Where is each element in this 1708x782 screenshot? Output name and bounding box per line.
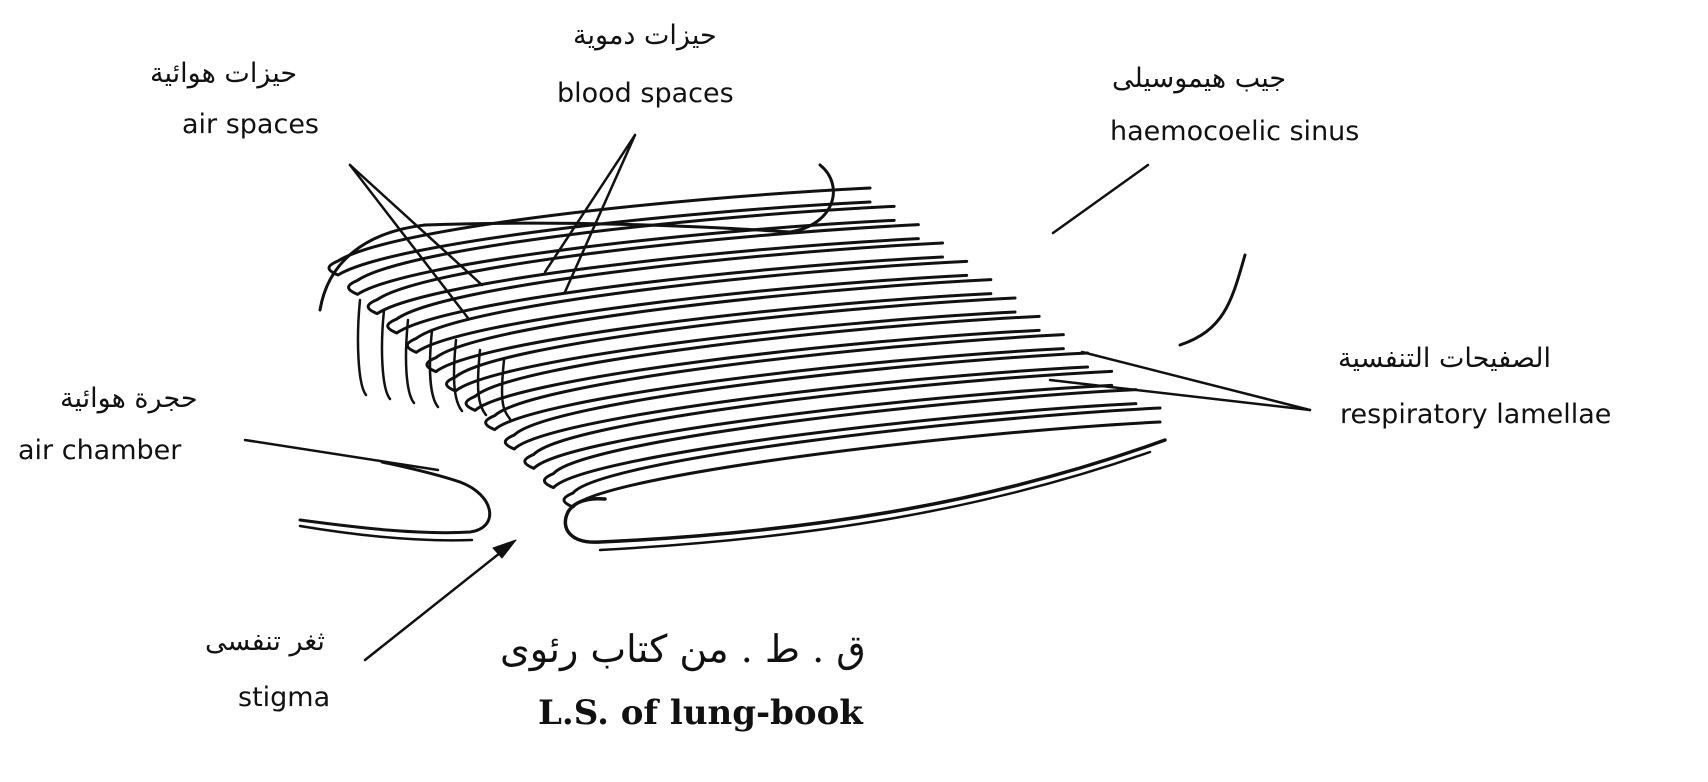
haemocoelic-sinus-label-ar: جيب هيموسيلى: [1112, 65, 1286, 92]
caption-arabic: ق . ط . من كتاب رئوى: [500, 630, 866, 668]
stigma-label-ar: ثغر تنفسى: [205, 628, 325, 655]
respiratory-lamellae-drawing: [329, 188, 1160, 507]
sinus-wall-right: [1180, 255, 1245, 345]
lamella-fold: [358, 300, 366, 395]
air-chamber-lower-lip: [300, 462, 490, 533]
respiratory-lamellae-label-ar: الصفيحات التنفسية: [1338, 345, 1551, 372]
sinus-leader: [1053, 165, 1148, 233]
haemocoelic-sinus-label: haemocoelic sinus: [1110, 118, 1359, 145]
lamellae-leader-1: [1082, 352, 1310, 410]
lamella-fold: [406, 320, 414, 403]
air-chamber-label: air chamber: [18, 437, 181, 464]
air-chamber-label-ar: حجرة هوائية: [60, 385, 198, 412]
air-spaces-label: air spaces: [182, 111, 319, 138]
blood-spaces-label-ar: حيزات دموية: [573, 22, 717, 49]
stigma-floor-lip: [565, 440, 1165, 542]
blood-spaces-leader-1: [545, 135, 635, 272]
air-spaces-label-ar: حيزات هوائية: [150, 60, 297, 87]
sinus-wall-top: [320, 165, 833, 310]
air-chamber-leader: [245, 440, 438, 470]
figure-caption: L.S. of lung-book: [538, 696, 863, 730]
respiratory-lamellae-label: respiratory lamellae: [1340, 401, 1611, 428]
stigma-label: stigma: [238, 684, 330, 711]
blood-spaces-label: blood spaces: [557, 80, 734, 107]
stigma-arrow-shaft: [365, 545, 510, 660]
